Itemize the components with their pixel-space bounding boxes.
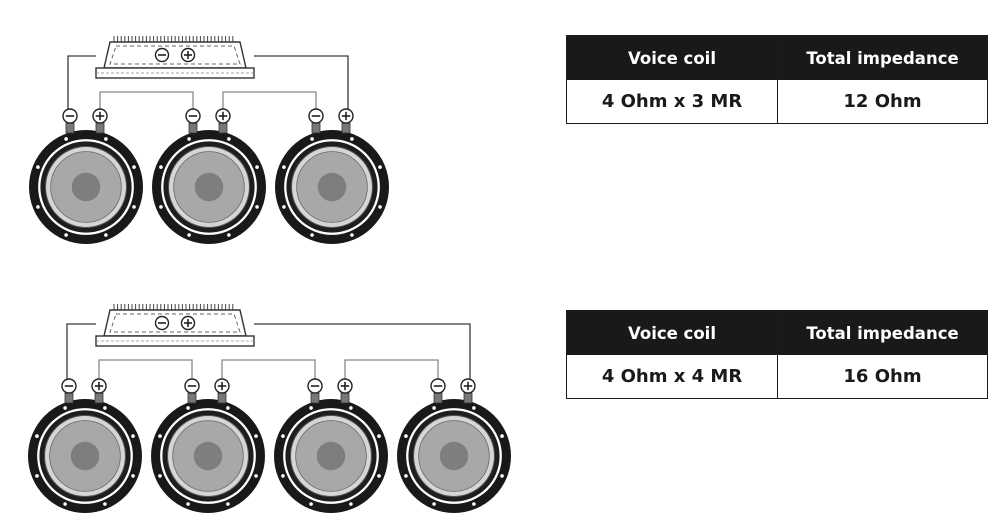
speaker-icon: [275, 130, 389, 244]
speaker-icon: [274, 399, 388, 513]
speaker-plus-terminal-icon: [337, 378, 353, 404]
wiring-diagram-three-speakers: [29, 36, 389, 244]
speaker-icon: [28, 399, 142, 513]
voice-coil-value: 4 Ohm x 3 MR: [566, 80, 778, 124]
amplifier-icon: [95, 304, 255, 347]
amp-plus-terminal-icon: [180, 315, 196, 331]
speaker-plus-terminal-icon: [215, 108, 231, 134]
speaker-dust-cap: [439, 441, 469, 471]
wire-series-bridge: [344, 359, 439, 386]
speaker-dust-cap: [70, 441, 100, 471]
header-total-impedance: Total impedance: [777, 35, 988, 80]
header-total-impedance: Total impedance: [777, 310, 988, 355]
speaker-icon: [29, 130, 143, 244]
table-row: 4 Ohm x 4 MR 16 Ohm: [566, 355, 988, 399]
speaker-icon: [152, 130, 266, 244]
header-voice-coil: Voice coil: [566, 310, 778, 355]
wire-positive: [254, 55, 349, 116]
speaker-minus-terminal-icon: [307, 378, 323, 404]
speaker-dust-cap: [194, 172, 224, 202]
speaker-minus-terminal-icon: [62, 108, 78, 134]
table-row: 4 Ohm x 3 MR 12 Ohm: [566, 80, 988, 124]
speaker-dust-cap: [316, 441, 346, 471]
wire-series-bridge: [99, 91, 194, 116]
speaker-minus-terminal-icon: [184, 378, 200, 404]
wire-negative: [67, 55, 96, 116]
header-voice-coil: Voice coil: [566, 35, 778, 80]
voice-coil-value: 4 Ohm x 4 MR: [566, 355, 778, 399]
speaker-plus-terminal-icon: [91, 378, 107, 404]
wire-negative: [66, 323, 96, 386]
amplifier-icon: [95, 36, 255, 79]
speaker-plus-terminal-icon: [338, 108, 354, 134]
speaker-plus-terminal-icon: [214, 378, 230, 404]
speaker-minus-terminal-icon: [185, 108, 201, 134]
speaker-plus-terminal-icon: [92, 108, 108, 134]
impedance-table-three-speakers: Voice coil Total impedance 4 Ohm x 3 MR …: [566, 35, 988, 124]
speaker-dust-cap: [193, 441, 223, 471]
speaker-plus-terminal-icon: [460, 378, 476, 404]
wire-series-bridge: [221, 359, 316, 386]
speaker-minus-terminal-icon: [308, 108, 324, 134]
wiring-diagram-four-speakers: [28, 304, 511, 513]
speaker-dust-cap: [317, 172, 347, 202]
total-impedance-value: 12 Ohm: [777, 80, 988, 124]
speaker-icon: [151, 399, 265, 513]
impedance-table-four-speakers: Voice coil Total impedance 4 Ohm x 4 MR …: [566, 310, 988, 399]
speaker-dust-cap: [71, 172, 101, 202]
wire-series-bridge: [98, 359, 193, 386]
speaker-minus-terminal-icon: [61, 378, 77, 404]
speaker-minus-terminal-icon: [430, 378, 446, 404]
wiring: [66, 323, 471, 386]
wiring: [67, 55, 349, 116]
table-header-row: Voice coil Total impedance: [566, 35, 988, 80]
amp-minus-terminal-icon: [154, 47, 170, 63]
amp-plus-terminal-icon: [180, 47, 196, 63]
table-header-row: Voice coil Total impedance: [566, 310, 988, 355]
wire-series-bridge: [222, 91, 317, 116]
speaker-icon: [397, 399, 511, 513]
total-impedance-value: 16 Ohm: [777, 355, 988, 399]
amp-minus-terminal-icon: [154, 315, 170, 331]
wire-positive: [254, 323, 471, 386]
